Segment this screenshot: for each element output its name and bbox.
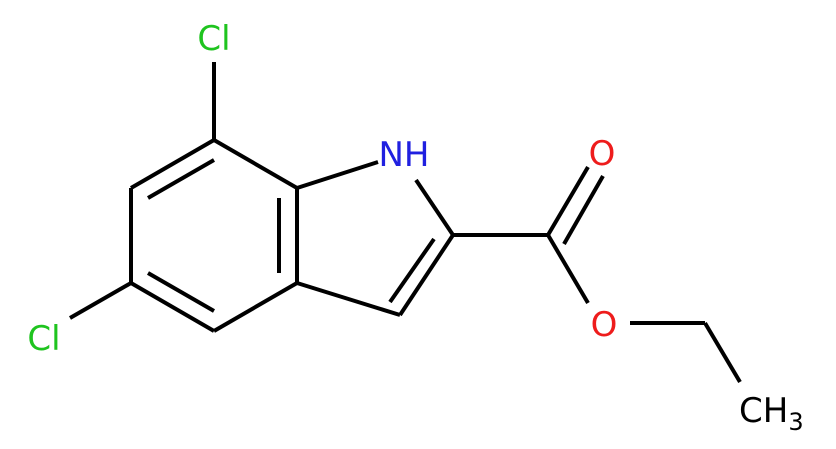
ch3-main-text: CH [739, 391, 788, 431]
ch3-subscript: 3 [788, 408, 803, 436]
bond-c2-c3-inner [388, 237, 436, 304]
bond-c4-c5 [129, 281, 216, 333]
ch3-label: CH3 [739, 391, 804, 436]
bond-c3-c3a [296, 281, 401, 317]
bond-c4-c5-inner [147, 271, 215, 313]
nh-label: NH [379, 135, 430, 175]
bond-co-double-a [546, 165, 590, 237]
bond-c6-c7 [129, 138, 216, 190]
bond-c5-cl [69, 281, 132, 320]
bond-c7-c7a [212, 138, 299, 190]
bond-c3a-c4 [212, 281, 299, 333]
o-carbonyl-label: O [589, 134, 616, 174]
bond-co-double-b [562, 175, 605, 245]
bond-ch2-ch3 [703, 321, 742, 384]
o-ester-label: O [591, 305, 618, 345]
bond-c7a-n [296, 160, 379, 190]
cl-left-label: Cl [27, 319, 60, 359]
bond-n-c2 [414, 178, 455, 237]
bond-c6-c7-inner [147, 158, 215, 200]
bond-c-oester [546, 233, 590, 305]
bond-group [69, 62, 742, 384]
cl-top-label: Cl [197, 19, 230, 59]
bond-c2-c3 [398, 233, 455, 317]
